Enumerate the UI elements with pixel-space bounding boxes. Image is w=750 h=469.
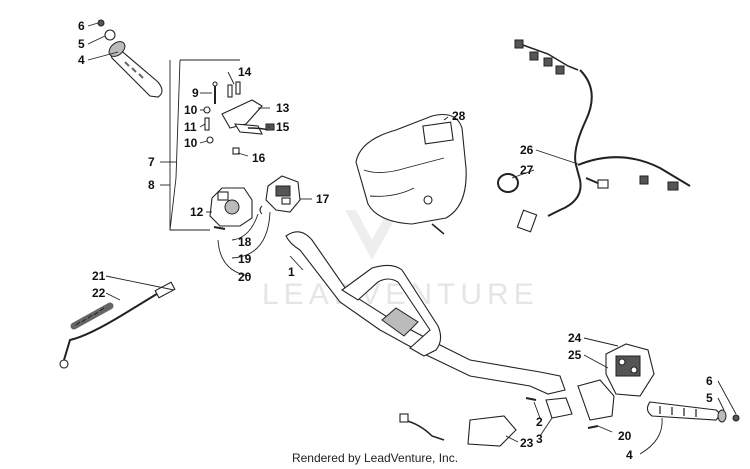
throttle-housing [209,187,253,230]
callout-13: 13 [276,101,290,115]
callout-9: 9 [192,86,199,100]
callout-23: 23 [520,436,534,450]
throttle-lever [221,99,275,155]
callout-28: 28 [452,109,466,123]
callout-21: 21 [92,269,106,283]
watermark-logo: LEADVENTURE [262,210,539,311]
callout-12: 12 [190,205,204,219]
brake-cable [59,281,176,369]
misc-hardware [399,397,599,447]
callout-5a: 5 [78,37,85,51]
callout-4b: 4 [626,448,633,462]
callout-17: 17 [316,192,330,206]
right-switch [577,343,655,421]
callout-19: 19 [238,252,252,266]
callout-18: 18 [238,235,252,249]
callout-27: 27 [520,163,534,177]
callout-26: 26 [520,143,534,157]
handlebar [285,231,573,419]
callout-4a: 4 [78,53,85,67]
throttle-small-parts [203,81,241,144]
callout-11: 11 [184,120,197,134]
callout-7: 7 [148,155,155,169]
callout-22: 22 [92,286,106,300]
callout-20b: 20 [618,429,632,443]
wiring-harness [497,39,691,233]
callout-2: 2 [536,415,543,429]
callout-10b: 10 [184,136,198,150]
callout-1: 1 [288,265,295,279]
callout-6a: 6 [78,19,85,33]
right-grip [646,401,740,423]
callout-20a: 20 [238,270,252,284]
callout-5b: 5 [706,391,713,405]
switch-housing [259,175,301,215]
callout-6b: 6 [706,374,713,388]
watermark-text: LEADVENTURE [262,278,539,311]
callout-16: 16 [252,151,266,165]
callout-labels: 6 5 4 14 9 10 13 11 15 10 16 7 8 17 12 1… [78,19,713,462]
callout-14: 14 [238,65,252,79]
callout-25: 25 [568,348,582,362]
callout-24: 24 [568,331,582,345]
left-grip [97,19,163,98]
callout-8: 8 [148,178,155,192]
callout-10a: 10 [184,103,198,117]
footer-credit: Rendered by LeadVenture, Inc. [291,451,459,465]
callout-15: 15 [276,120,290,134]
callout-3: 3 [536,432,543,446]
hand-guard [355,113,467,235]
